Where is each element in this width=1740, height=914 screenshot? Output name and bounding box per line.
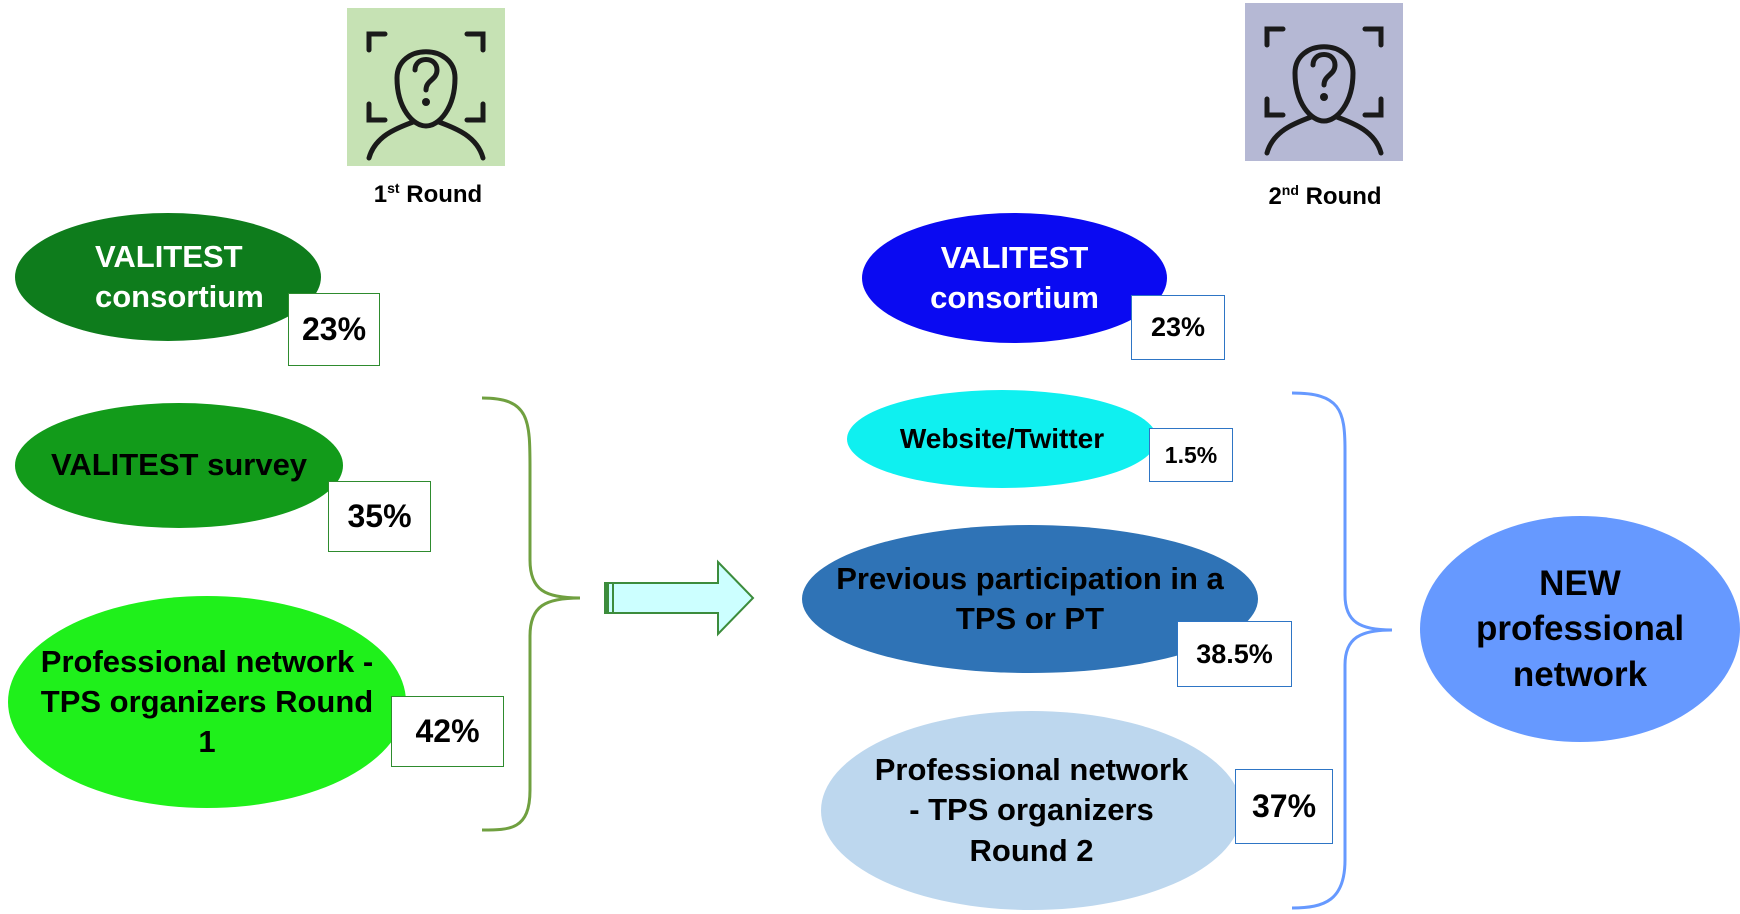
round2-avatar: [1245, 3, 1403, 161]
r1-consortium-pct: 23%: [288, 293, 380, 366]
r1-network-ellipse: Professional network - TPS organizers Ro…: [8, 596, 406, 808]
round1-label: 1st Round: [373, 180, 483, 208]
r2-network-pct: 37%: [1235, 769, 1333, 844]
r2-website-pct: 1.5%: [1149, 428, 1233, 482]
r2-website-ellipse: Website/Twitter: [847, 390, 1157, 488]
r1-survey-pct: 35%: [328, 481, 431, 552]
unknown-person-icon: [1264, 26, 1384, 156]
r2-consortium-pct: 23%: [1131, 295, 1225, 360]
r2-previous-ellipse: Previous participation in a TPS or PT: [802, 525, 1258, 673]
r2-previous-pct: 38.5%: [1177, 621, 1292, 687]
unknown-person-icon: [366, 31, 486, 161]
round2-label: 2nd Round: [1268, 182, 1382, 210]
r2-network-ellipse: Professional network - TPS organizers Ro…: [821, 711, 1242, 910]
new-network-ellipse: NEW professional network: [1420, 516, 1740, 742]
r2-consortium-ellipse: VALITEST consortium: [862, 213, 1167, 343]
transition-arrow-icon: [604, 559, 755, 637]
r1-network-pct: 42%: [391, 696, 504, 767]
round1-avatar: [347, 8, 505, 166]
r1-survey-ellipse: VALITEST survey: [15, 403, 343, 528]
r1-consortium-ellipse: VALITEST consortium: [15, 213, 321, 341]
